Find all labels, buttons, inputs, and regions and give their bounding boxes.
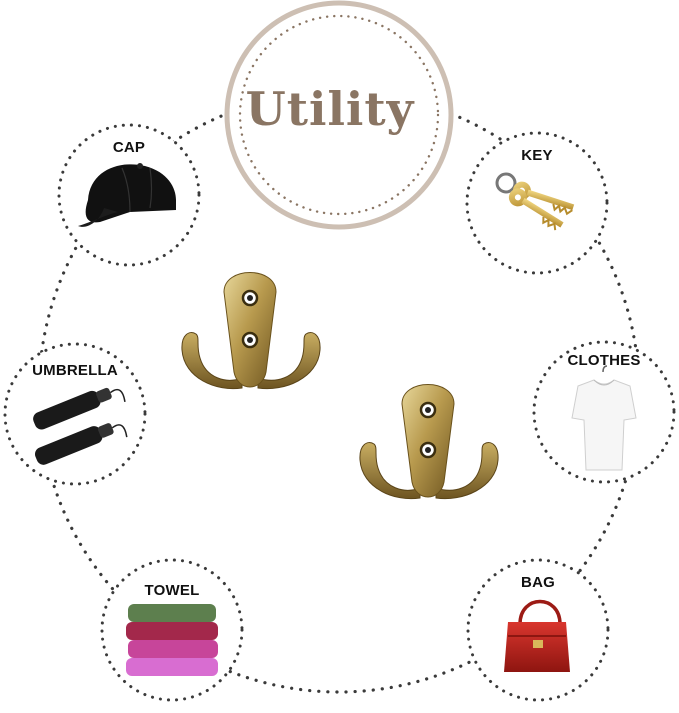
item-label-cap: CAP xyxy=(112,139,146,156)
item-label-bag: BAG xyxy=(521,574,555,591)
item-label-umbrella: UMBRELLA xyxy=(32,362,118,379)
handbag-icon xyxy=(504,599,570,672)
umbrella-icon xyxy=(33,387,128,465)
towel-icon xyxy=(126,604,218,676)
brass-double-hook-1 xyxy=(181,272,321,390)
tshirt-icon xyxy=(571,365,637,471)
item-label-clothes: CLOTHES xyxy=(567,352,641,369)
title-badge xyxy=(224,0,454,230)
item-label-key: KEY xyxy=(521,147,553,164)
page-title: Utility xyxy=(245,82,415,136)
item-label-towel: TOWEL xyxy=(144,582,200,599)
brass-double-hook-2 xyxy=(359,384,499,500)
cap-icon xyxy=(78,163,176,227)
key-icon xyxy=(495,172,575,231)
